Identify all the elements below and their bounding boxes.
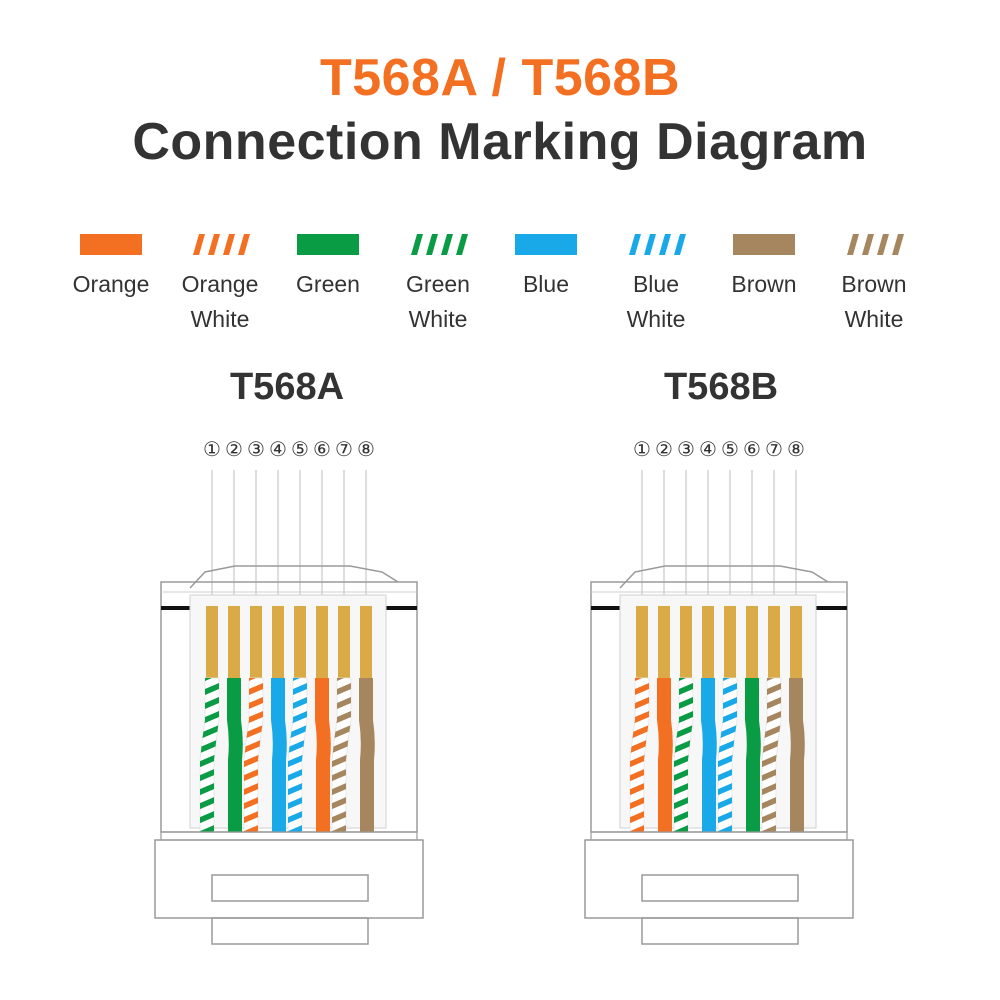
- legend-swatch-striped: [411, 234, 468, 255]
- plug-band-left: [591, 606, 635, 610]
- cable-stub: [211, 917, 369, 945]
- plug-latch-top: [189, 565, 399, 589]
- gold-contact: [206, 606, 218, 678]
- connector-title-a: T568A: [229, 366, 345, 408]
- pin-number: ⑧: [787, 439, 805, 461]
- legend-swatch-solid: [80, 234, 142, 255]
- pin-number: ⑥: [743, 439, 761, 461]
- legend-swatch-solid: [515, 234, 577, 255]
- pin-number: ⑥: [313, 439, 331, 461]
- gold-contact: [702, 606, 714, 678]
- legend-label: Blue: [522, 271, 570, 297]
- legend-swatch-striped: [193, 234, 250, 255]
- gold-contact: [360, 606, 372, 678]
- plug-latch-top: [619, 565, 829, 589]
- gold-contact: [228, 606, 240, 678]
- legend-label: Orange White: [181, 271, 259, 332]
- gold-contact: [338, 606, 350, 678]
- pin-number: ⑤: [291, 439, 309, 461]
- legend-item: Blue: [486, 234, 606, 302]
- gold-contact: [658, 606, 670, 678]
- pin-number: ①: [633, 439, 651, 461]
- gold-contact: [272, 606, 284, 678]
- legend-label: Orange: [72, 271, 150, 297]
- title-standards: T568A / T568B: [319, 49, 681, 107]
- wire: [789, 678, 805, 832]
- wire: [199, 677, 220, 833]
- wire: [271, 678, 287, 832]
- plug-ridge: [590, 831, 848, 841]
- rj45-plug-a: [154, 470, 424, 945]
- legend-label: Brown: [731, 271, 797, 297]
- pin-number: ③: [677, 439, 695, 461]
- pin-number: ②: [225, 439, 243, 461]
- pin-number: ③: [247, 439, 265, 461]
- gold-contact: [768, 606, 780, 678]
- rj45-plug-b: [584, 470, 854, 945]
- wire: [315, 678, 331, 832]
- pin-number: ⑧: [357, 439, 375, 461]
- legend-label: Blue White: [626, 271, 686, 332]
- pin-number: ②: [655, 439, 673, 461]
- gold-contact: [316, 606, 328, 678]
- pin-number: ⑦: [765, 439, 783, 461]
- pin-number: ⑦: [335, 439, 353, 461]
- wire: [629, 677, 650, 833]
- title-diagram: Connection Marking Diagram: [132, 113, 868, 171]
- plug-boot: [584, 839, 854, 919]
- plug-band-right: [810, 606, 847, 610]
- wire: [673, 677, 694, 833]
- wire: [359, 678, 375, 832]
- plug-ridge: [160, 831, 418, 841]
- legend-swatch-striped: [847, 234, 904, 255]
- legend-swatch-striped: [629, 234, 686, 255]
- legend-item: Blue White: [596, 234, 716, 337]
- plug-band-right: [380, 606, 417, 610]
- wire: [227, 678, 243, 832]
- plug-boot: [154, 839, 424, 919]
- gold-contact: [294, 606, 306, 678]
- wire: [761, 677, 782, 833]
- legend-item: Green: [268, 234, 388, 302]
- wire: [243, 677, 264, 833]
- wire: [745, 678, 761, 832]
- pin-number: ④: [699, 439, 717, 461]
- legend-swatch-solid: [297, 234, 359, 255]
- wire: [701, 678, 717, 832]
- cable-stub: [641, 917, 799, 945]
- gold-contact: [680, 606, 692, 678]
- legend-item: Brown White: [814, 234, 934, 337]
- legend-label: Green White: [406, 271, 470, 332]
- legend-label: Brown White: [841, 271, 907, 332]
- gold-contact: [250, 606, 262, 678]
- legend-swatch-solid: [733, 234, 795, 255]
- legend-item: Brown: [704, 234, 824, 302]
- gold-contact: [790, 606, 802, 678]
- wire: [717, 677, 738, 833]
- legend-item: Orange: [51, 234, 171, 302]
- wire: [331, 677, 352, 833]
- pin-number: ④: [269, 439, 287, 461]
- pin-number: ⑤: [721, 439, 739, 461]
- plug-band-left: [161, 606, 205, 610]
- legend-item: Orange White: [160, 234, 280, 337]
- gold-contact: [636, 606, 648, 678]
- gold-contact: [746, 606, 758, 678]
- boot-window: [211, 874, 369, 902]
- connector-title-b: T568B: [663, 366, 779, 408]
- wire: [657, 678, 673, 832]
- boot-window: [641, 874, 799, 902]
- legend-label: Green: [296, 271, 360, 297]
- wire: [287, 677, 308, 833]
- legend-item: Green White: [378, 234, 498, 337]
- pin-number: ①: [203, 439, 221, 461]
- gold-contact: [724, 606, 736, 678]
